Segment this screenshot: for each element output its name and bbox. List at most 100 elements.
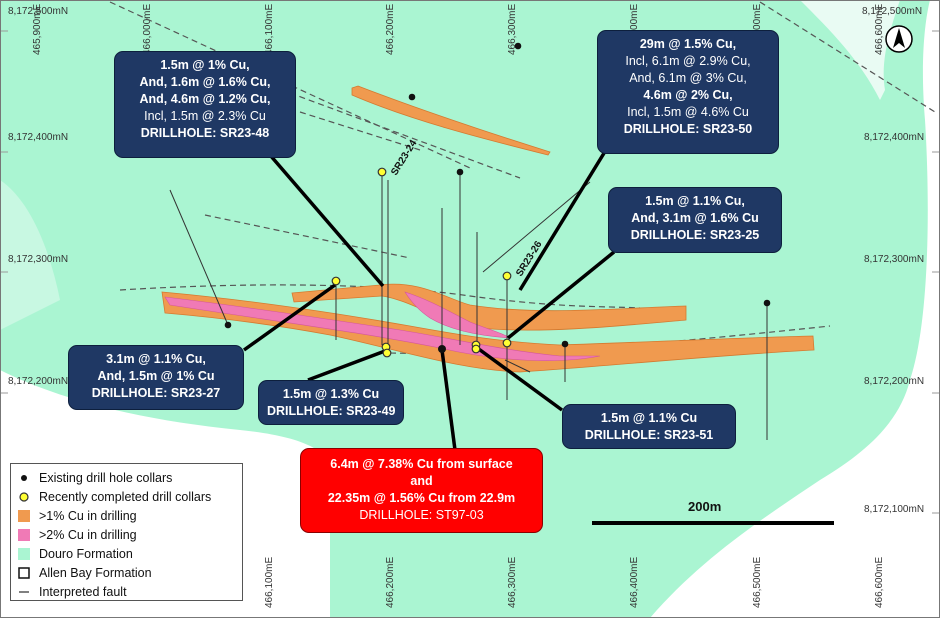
easting-label: 466,100mE — [264, 557, 275, 608]
legend-label: Allen Bay Formation — [39, 565, 152, 580]
northing-label: 8,172,300mN — [864, 254, 924, 265]
callout-line: And, 1.6m @ 1.6% Cu, — [139, 75, 271, 89]
easting-label: 466,500mE — [752, 4, 763, 55]
recent-collar-dot — [382, 348, 392, 358]
drill-trace — [482, 181, 591, 273]
callout-line: Incl, 1.5m @ 4.6% Cu — [627, 105, 749, 119]
fault-line — [204, 214, 411, 259]
allen-bay-formation-ne — [800, 0, 900, 100]
fault-line — [299, 111, 421, 151]
yellow-dot-icon — [17, 490, 31, 504]
drill-trace — [504, 359, 531, 373]
callout-line: DRILLHOLE: SR23-49 — [267, 404, 396, 418]
existing-collar-dot — [514, 42, 522, 50]
north-arrow-icon — [885, 25, 913, 53]
fault-line — [759, 1, 936, 113]
fault-line — [289, 92, 521, 179]
legend-label: >2% Cu in drilling — [39, 527, 137, 542]
easting-label: 466,500mE — [752, 557, 763, 608]
legend-item: >1% Cu in drilling — [17, 506, 236, 525]
callout-line: And, 1.5m @ 1% Cu — [97, 369, 215, 383]
callout-sr23-27: 3.1m @ 1.1% Cu, And, 1.5m @ 1% Cu DRILLH… — [68, 345, 244, 410]
callout-line: 1.5m @ 1.1% Cu, — [645, 194, 745, 208]
northing-label: 8,172,400mN — [864, 132, 924, 143]
fault-line — [109, 1, 471, 169]
callout-line: 1.5m @ 1% Cu, — [160, 58, 250, 72]
callout-line: DRILLHOLE: SR23-51 — [584, 428, 714, 442]
easting-label: 466,200mE — [385, 4, 396, 55]
grid-ticks — [0, 30, 940, 514]
easting-label: 466,300mE — [507, 557, 518, 608]
legend-item: Existing drill hole collars — [17, 468, 236, 487]
callout-line: DRILLHOLE: ST97-03 — [359, 508, 484, 522]
callout-line: And, 4.6m @ 1.2% Cu, — [139, 92, 271, 106]
callout-line: 4.6m @ 2% Cu, — [643, 88, 733, 102]
callout-sr23-50: 29m @ 1.5% Cu, Incl, 6.1m @ 2.9% Cu, And… — [597, 30, 779, 154]
easting-label: 466,400mE — [629, 557, 640, 608]
black-dot-icon — [17, 471, 31, 485]
existing-collar-dot — [438, 345, 446, 353]
existing-collar-dot — [561, 340, 569, 348]
recent-collar-dot — [377, 167, 387, 177]
easting-label: 465,900mE — [32, 4, 43, 55]
callout-leaders — [242, 144, 616, 451]
callout-line: Incl, 1.5m @ 2.3% Cu — [144, 109, 266, 123]
recent-collars — [331, 167, 512, 358]
callout-sr23-48: 1.5m @ 1% Cu, And, 1.6m @ 1.6% Cu, And, … — [114, 51, 296, 158]
callout-line: 3.1m @ 1.1% Cu, — [106, 352, 206, 366]
callout-line: DRILLHOLE: SR23-25 — [630, 228, 760, 242]
pink-square-icon — [17, 528, 31, 542]
recent-collar-dot — [502, 271, 512, 281]
dash-line-icon — [17, 585, 31, 599]
legend-label: Existing drill hole collars — [39, 470, 173, 485]
white-square-icon — [17, 566, 31, 580]
legend-item: Recently completed drill collars — [17, 487, 236, 506]
easting-label: 466,600mE — [874, 4, 885, 55]
existing-collar-dot — [456, 168, 464, 176]
recent-collar-dot — [331, 276, 341, 286]
callout-sr23-25: 1.5m @ 1.1% Cu, And, 3.1m @ 1.6% Cu DRIL… — [608, 187, 782, 253]
legend-item: Allen Bay Formation — [17, 563, 236, 582]
callout-line: And, 3.1m @ 1.6% Cu — [631, 211, 759, 225]
callout-line: DRILLHOLE: SR23-50 — [623, 122, 753, 136]
grid-labels: 465,900mE 466,000mE 466,100mE 466,200mE … — [8, 4, 924, 608]
easting-label: 466,600mE — [874, 557, 885, 608]
legend-item: >2% Cu in drilling — [17, 525, 236, 544]
existing-collar-dot — [408, 93, 416, 101]
easting-label: 466,100mE — [264, 4, 275, 55]
map-legend: Existing drill hole collars Recently com… — [10, 463, 243, 601]
callout-line: DRILLHOLE: SR23-27 — [91, 386, 221, 400]
easting-label: 466,200mE — [385, 557, 396, 608]
cu-zone — [161, 291, 815, 373]
callout-line: 29m @ 1.5% Cu, — [639, 37, 737, 51]
legend-label: Douro Formation — [39, 546, 133, 561]
drill-trace — [169, 189, 229, 326]
existing-collar-dot — [224, 321, 232, 329]
callout-line: 1.5m @ 1.1% Cu — [600, 411, 698, 425]
northing-label: 8,172,400mN — [8, 132, 68, 143]
callout-st97-03: 6.4m @ 7.38% Cu from surface and 22.35m … — [300, 448, 543, 533]
legend-label: Recently completed drill collars — [39, 489, 212, 504]
easting-label: 466,000mE — [142, 4, 153, 55]
legend-label: >1% Cu in drilling — [39, 508, 137, 523]
callout-line: and — [410, 474, 433, 488]
callout-line: 22.35m @ 1.56% Cu from 22.9m — [327, 491, 516, 505]
legend-label: Interpreted fault — [39, 584, 127, 599]
recent-collar-dot — [502, 338, 512, 348]
orange-square-icon — [17, 509, 31, 523]
callout-line: Incl, 6.1m @ 2.9% Cu, — [625, 54, 751, 68]
callout-sr23-49: 1.5m @ 1.3% Cu DRILLHOLE: SR23-49 — [258, 380, 404, 425]
northing-label: 8,172,200mN — [8, 376, 68, 387]
easting-label: 466,400mE — [629, 4, 640, 55]
legend-item: Interpreted fault — [17, 582, 236, 601]
callout-sr23-51: 1.5m @ 1.1% Cu DRILLHOLE: SR23-51 — [562, 404, 736, 449]
existing-collars — [224, 42, 771, 353]
callout-line: 1.5m @ 1.3% Cu — [282, 387, 380, 401]
mint-square-icon — [17, 547, 31, 561]
easting-label: 466,300mE — [507, 4, 518, 55]
legend-item: Douro Formation — [17, 544, 236, 563]
douro-formation-shade — [0, 180, 60, 330]
northing-label: 8,172,500mN — [8, 6, 68, 17]
drill-traces — [169, 172, 768, 440]
northing-label: 8,172,100mN — [864, 504, 924, 515]
